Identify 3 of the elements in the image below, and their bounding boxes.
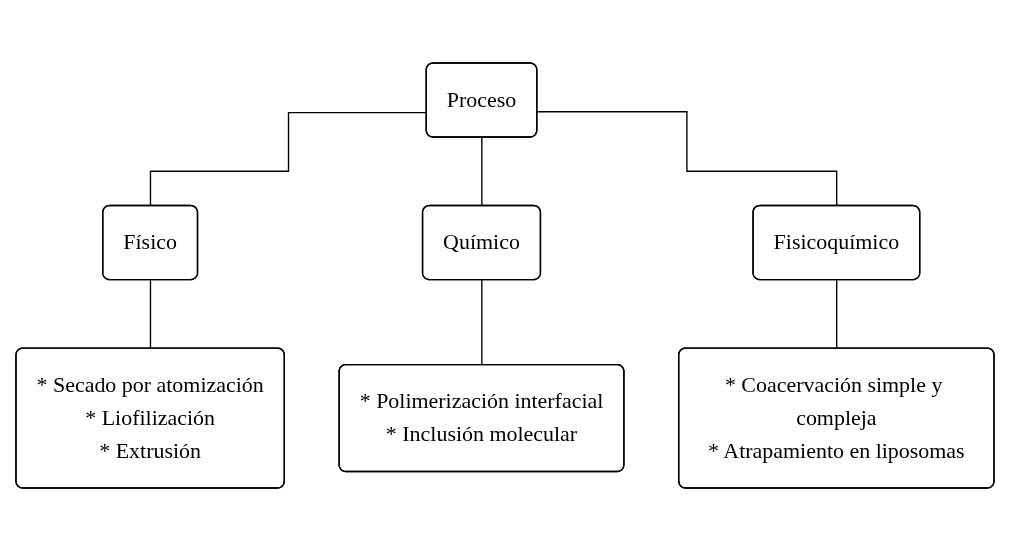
connector: [480, 136, 483, 207]
connector: [480, 279, 483, 366]
connector: [536, 110, 838, 207]
